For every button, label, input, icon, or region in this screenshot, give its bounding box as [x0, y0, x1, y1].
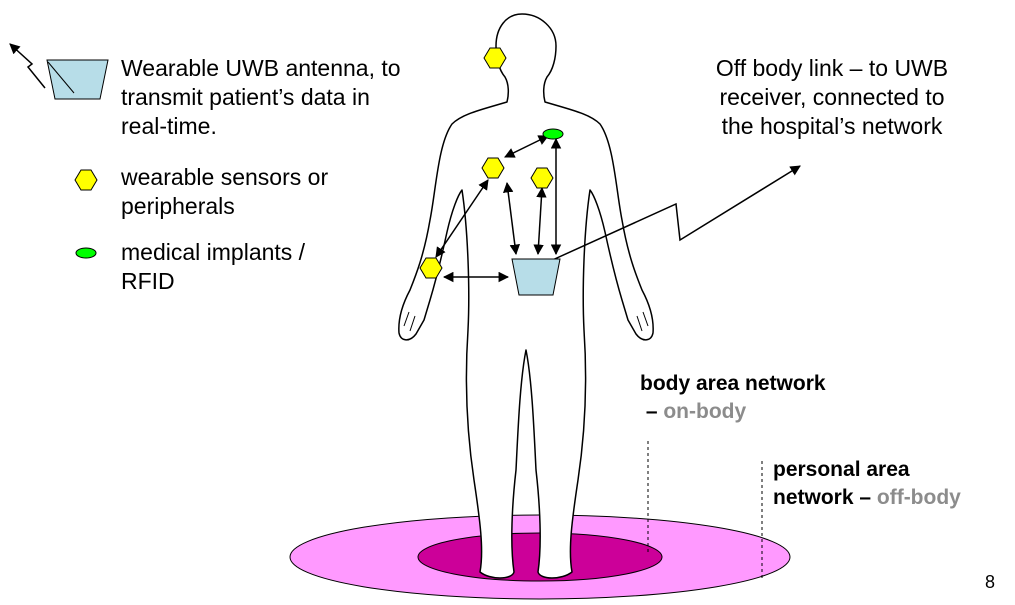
off-body-link-note: Off body link – to UWB receiver, connect…: [682, 54, 982, 141]
on-body-label: on-body: [663, 400, 746, 423]
hub-antenna-icon: [512, 259, 560, 295]
human-body-outline: [399, 14, 653, 578]
body-area-network-label: body area network – on-body: [640, 370, 826, 426]
body-area-dash: –: [646, 400, 664, 423]
legend-implant-text: medical implants / RFID: [121, 238, 305, 296]
legend-sensor-text: wearable sensors or peripherals: [121, 163, 328, 221]
legend-antenna-icon: [10, 44, 108, 99]
personal-area-network-label: personal area network – off-body: [773, 456, 961, 512]
implant-chest-icon: [543, 129, 563, 139]
off-body-label: off-body: [877, 486, 961, 509]
page-number: 8: [985, 572, 995, 593]
legend-antenna-text: Wearable UWB antenna, to transmit patien…: [121, 54, 401, 141]
personal-area-line2: network –: [773, 486, 877, 509]
body-area-title: body area network: [640, 372, 826, 395]
personal-area-line1: personal area: [773, 458, 910, 481]
legend-implant-icon: [76, 248, 96, 258]
legend-sensor-icon: [75, 170, 97, 190]
